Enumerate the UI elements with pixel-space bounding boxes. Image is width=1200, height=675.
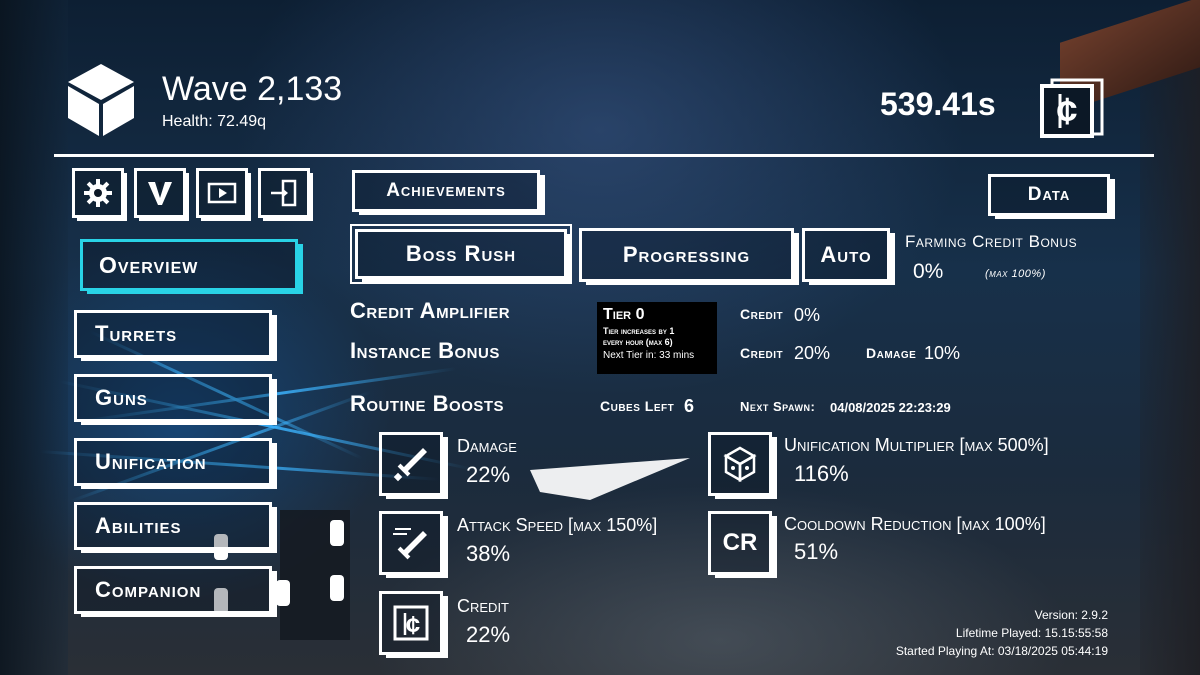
damage-boost-icon-box — [379, 432, 443, 496]
progressing-button[interactable]: Progressing — [579, 228, 794, 282]
tier-line: Tier 0 — [603, 306, 711, 324]
header-divider — [54, 154, 1154, 157]
cube-icon — [723, 446, 757, 483]
exit-door-icon — [271, 179, 297, 207]
next-spawn-value: 04/08/2025 22:23:29 — [830, 400, 951, 415]
svg-text:¢: ¢ — [1056, 91, 1077, 133]
farming-credit-bonus-label: Farming Credit Bonus — [905, 232, 1078, 251]
video-play-icon — [207, 182, 237, 204]
tier-label: Tier — [603, 306, 632, 323]
attack-speed-boost-icon-box — [379, 511, 443, 575]
credit-logo-icon: ¢ — [1040, 78, 1104, 138]
damage-boost-name: Damage — [457, 436, 517, 456]
health-text: Health: 72.49q — [162, 113, 267, 130]
wave-timer: 539.41s — [880, 86, 996, 122]
damage-boost-value: 22% — [466, 462, 511, 487]
cr-icon: CR — [708, 511, 772, 575]
credit-boost-name: Credit — [457, 596, 509, 616]
instance-bonus-credit-label: Credit — [740, 345, 784, 361]
tier-description-line2: every hour (max 6) — [603, 337, 673, 347]
tier-value: 0 — [635, 306, 645, 323]
wave-title: Wave 2,133 — [162, 70, 343, 108]
routine-boosts-label: Routine Boosts — [350, 391, 505, 416]
instance-bonus-damage-value: 10% — [924, 343, 961, 363]
v-menu-button[interactable] — [134, 168, 186, 218]
unification-boost-icon-box — [708, 432, 772, 496]
credit-boost-icon-box: ¢ — [379, 591, 443, 655]
settings-gear-icon — [84, 179, 112, 207]
sword-icon — [393, 448, 427, 482]
fast-sword-icon — [393, 528, 427, 560]
attack-speed-boost-value: 38% — [466, 541, 511, 566]
nav-companion[interactable]: Companion — [74, 566, 272, 614]
credit-icon: ¢ — [393, 605, 429, 641]
next-spawn-label: Next Spawn: — [740, 399, 816, 414]
cooldown-boost-value: 51% — [794, 539, 839, 564]
nav-overview[interactable]: Overview — [80, 239, 298, 291]
instance-bonus-damage-label: Damage — [866, 345, 917, 361]
tier-info-box: Tier 0 Tier increases by 1 every hour (m… — [597, 302, 717, 374]
svg-text:¢: ¢ — [406, 610, 420, 640]
video-button[interactable] — [196, 168, 248, 218]
exit-button[interactable] — [258, 168, 310, 218]
credit-amplifier-label: Credit Amplifier — [350, 298, 511, 323]
unification-boost-value: 116% — [794, 461, 849, 486]
unification-boost-name: Unification Multiplier [max 500%] — [784, 435, 1049, 455]
farming-credit-bonus-max: (max 100%) — [985, 268, 1046, 280]
next-tier-text: Next Tier in: 33 mins — [603, 350, 695, 361]
tier-description-line1: Tier increases by 1 — [603, 326, 675, 336]
cubes-left-label: Cubes Left — [600, 398, 675, 414]
background-window-frame-left — [0, 0, 68, 675]
nav-turrets[interactable]: Turrets — [74, 310, 272, 358]
credit-amplifier-credit-label: Credit — [740, 306, 784, 322]
instance-bonus-label: Instance Bonus — [350, 338, 500, 363]
version-text: Version: 2.9.2 — [1034, 608, 1108, 622]
started-playing-text: Started Playing At: 03/18/2025 05:44:19 — [895, 644, 1108, 658]
v-logo-icon — [148, 182, 172, 205]
lifetime-played-text: Lifetime Played: 15.15:55:58 — [955, 626, 1108, 640]
attack-speed-boost-name: Attack Speed [max 150%] — [457, 515, 658, 535]
cube-logo-icon — [68, 64, 134, 136]
credit-boost-value: 22% — [466, 622, 511, 647]
cooldown-boost-name: Cooldown Reduction [max 100%] — [784, 514, 1046, 534]
nav-guns[interactable]: Guns — [74, 374, 272, 422]
data-button[interactable]: Data — [988, 174, 1110, 216]
boss-rush-button[interactable]: Boss Rush — [350, 224, 572, 284]
cubes-left-value: 6 — [684, 396, 695, 416]
settings-button[interactable] — [72, 168, 124, 218]
nav-unification[interactable]: Unification — [74, 438, 272, 486]
achievements-button[interactable]: Achievements — [352, 170, 540, 212]
nav-abilities[interactable]: Abilities — [74, 502, 272, 550]
turret-light — [276, 580, 290, 606]
instance-bonus-credit-value: 20% — [794, 343, 831, 363]
credit-amplifier-credit-value: 0% — [794, 305, 821, 325]
farming-credit-bonus-value: 0% — [913, 260, 944, 283]
auto-button[interactable]: Auto — [802, 228, 890, 282]
background-window-frame-right — [1140, 60, 1200, 675]
turret-silhouette — [280, 510, 350, 640]
